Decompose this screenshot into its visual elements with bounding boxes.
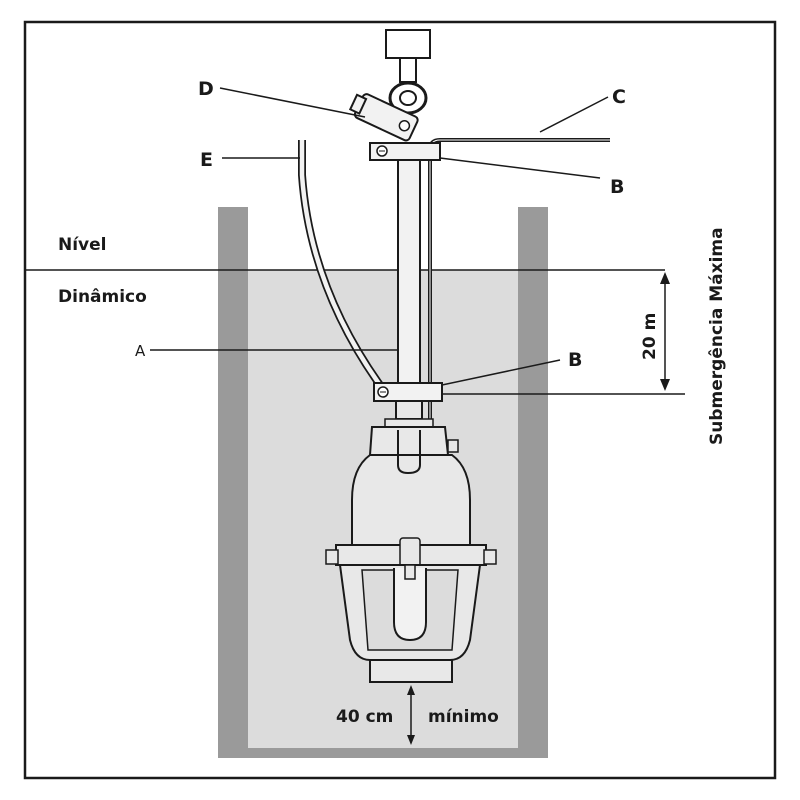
ceiling-hook (385, 29, 431, 115)
clamp-b-lower (373, 382, 443, 402)
leader-b-lower (441, 359, 561, 386)
well-wall-right (518, 207, 548, 757)
submersible-pump (325, 426, 497, 683)
label-40cm: 40 cm (336, 707, 393, 727)
label-c: C (612, 86, 626, 108)
label-b-upper: B (610, 176, 624, 198)
hose-clamp-d (348, 93, 419, 142)
min-depth-arrow (407, 685, 415, 745)
label-20m: 20 m (640, 313, 660, 360)
leader-lines (150, 87, 609, 386)
label-b-lower: B (568, 349, 582, 371)
label-submergencia-maxima: Submergência Máxima (707, 227, 727, 445)
leader-b-upper (439, 157, 601, 179)
label-minimo: mínimo (428, 707, 499, 727)
label-d: D (198, 78, 214, 100)
pump-coupling (384, 400, 434, 428)
label-a: A (135, 342, 146, 360)
leader-d (219, 87, 366, 118)
well-wall-left (218, 207, 248, 757)
clamp-b-upper (369, 142, 441, 161)
label-nivel: Nível (58, 235, 107, 255)
well-bottom (218, 748, 548, 758)
label-dinamico: Dinâmico (58, 287, 147, 307)
submergence-arrow (660, 272, 670, 391)
leader-c (539, 96, 609, 133)
label-e: E (200, 149, 213, 171)
delivery-pipe (397, 149, 421, 391)
